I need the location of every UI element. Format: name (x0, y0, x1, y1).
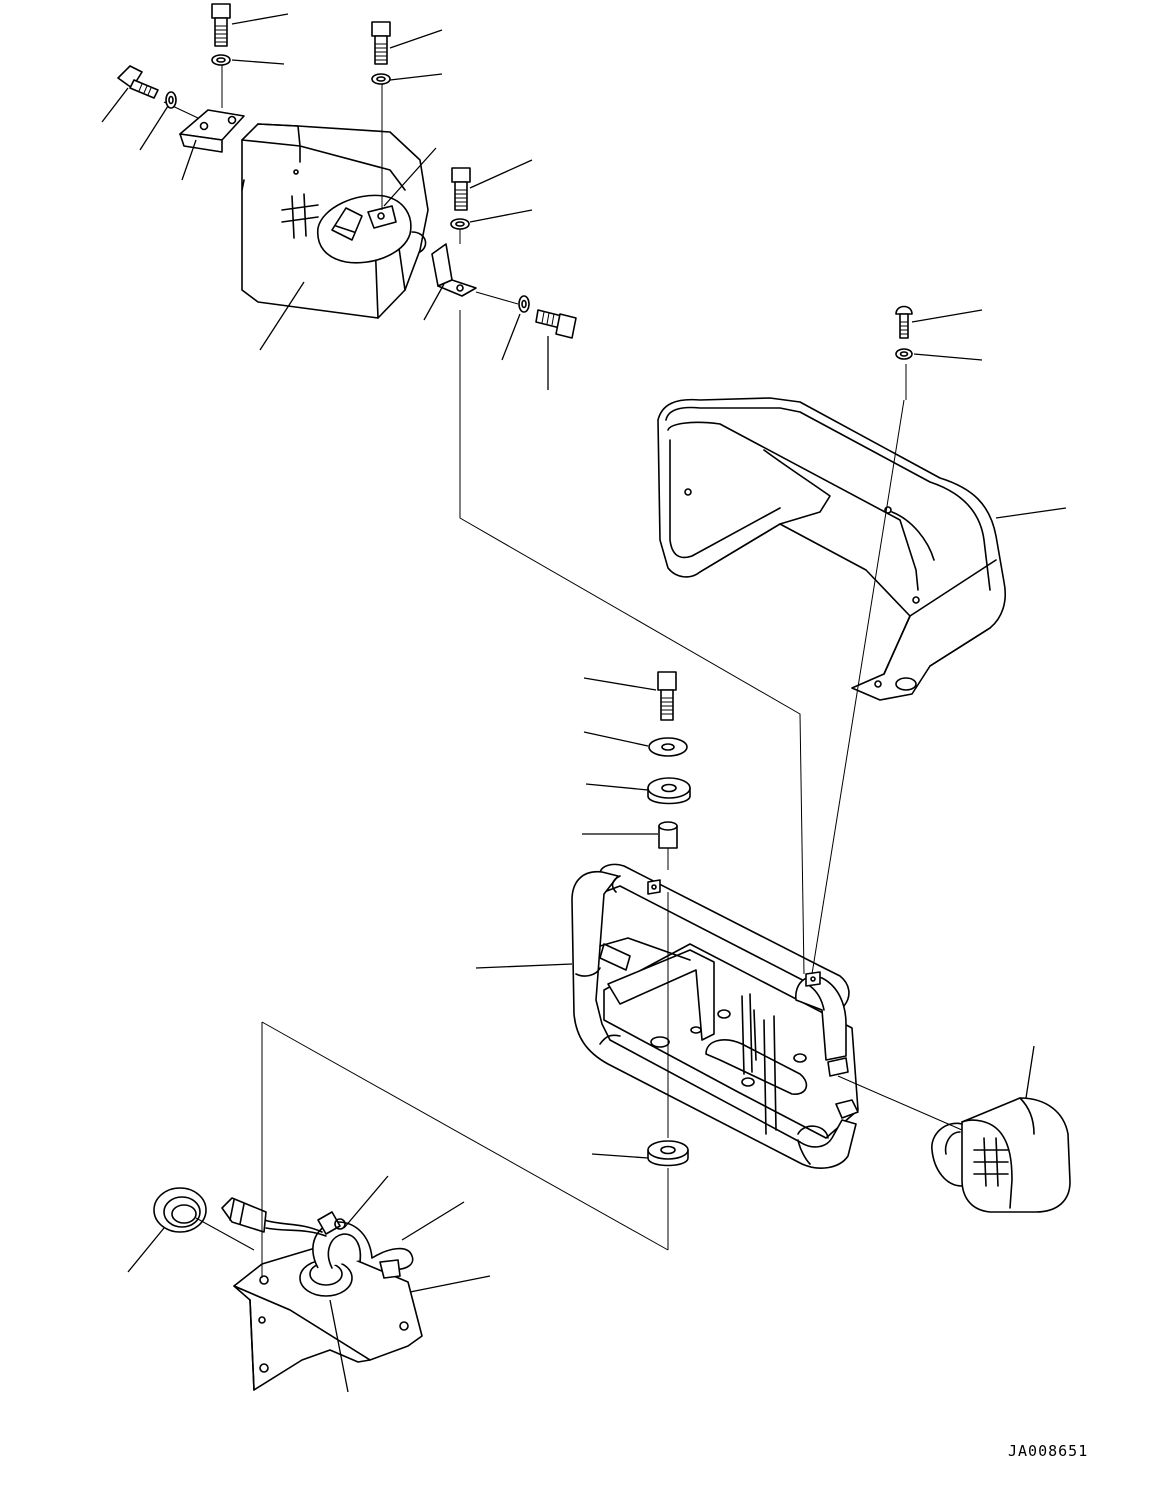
screw-6 (896, 307, 912, 339)
mount-plate-with-harness (222, 1198, 422, 1390)
bolt-2 (372, 22, 390, 64)
lamp-bracket-frame (572, 864, 858, 1168)
flat-washer (649, 738, 687, 756)
washer-5 (519, 296, 529, 312)
rear-lamp (932, 1098, 1070, 1212)
bolt-1 (212, 4, 230, 46)
lamp-guard-cover (658, 398, 1005, 700)
bolt-4 (452, 168, 470, 210)
leader-lines (102, 14, 1066, 1392)
collar-spacer (659, 822, 677, 870)
bolt-7 (658, 672, 676, 720)
washer-3 (166, 92, 176, 108)
headlamp-assembly (164, 62, 518, 318)
drawing-code: JA008651 (1008, 1442, 1089, 1460)
assembly-guide-lines (196, 310, 962, 1278)
washer-1 (212, 55, 230, 65)
rubber-mount-lower (648, 1141, 688, 1166)
bolt-5 (536, 310, 576, 338)
grommet (154, 1188, 206, 1232)
rubber-mount-upper (648, 778, 690, 804)
washer-6 (896, 349, 912, 359)
washer-2 (372, 74, 390, 84)
bolt-3 (118, 66, 158, 98)
washer-4 (451, 219, 469, 229)
